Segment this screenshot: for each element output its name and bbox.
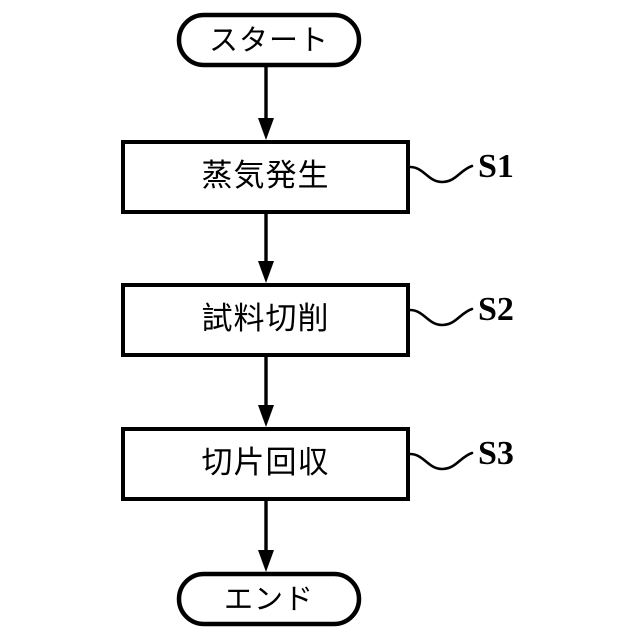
start-terminal-shape[interactable] <box>176 12 362 68</box>
process-box-s1-label: 蒸気発生 <box>201 158 330 194</box>
end-terminal-shape[interactable] <box>176 571 362 627</box>
leader-line-s1 <box>408 164 474 184</box>
arrow-head-s3-to-end <box>258 550 274 572</box>
leader-line-s2 <box>408 307 474 327</box>
end-terminal-label: エンド <box>223 582 314 616</box>
arrow-head-start-to-s1 <box>258 118 274 140</box>
arrow-head-s2-to-s3 <box>258 405 274 427</box>
step-label-s2: S2 <box>478 291 514 328</box>
start-terminal-label: スタート <box>208 23 329 57</box>
step-label-s3: S3 <box>478 435 514 472</box>
step-label-s1: S1 <box>478 148 514 185</box>
process-box-s3-label: 切片回収 <box>201 445 330 481</box>
leader-line-s3 <box>408 451 474 471</box>
process-box-s1[interactable] <box>121 140 410 214</box>
process-box-s3[interactable] <box>121 427 410 501</box>
process-box-s2-label: 試料切削 <box>201 301 330 337</box>
arrow-head-s1-to-s2 <box>258 261 274 283</box>
